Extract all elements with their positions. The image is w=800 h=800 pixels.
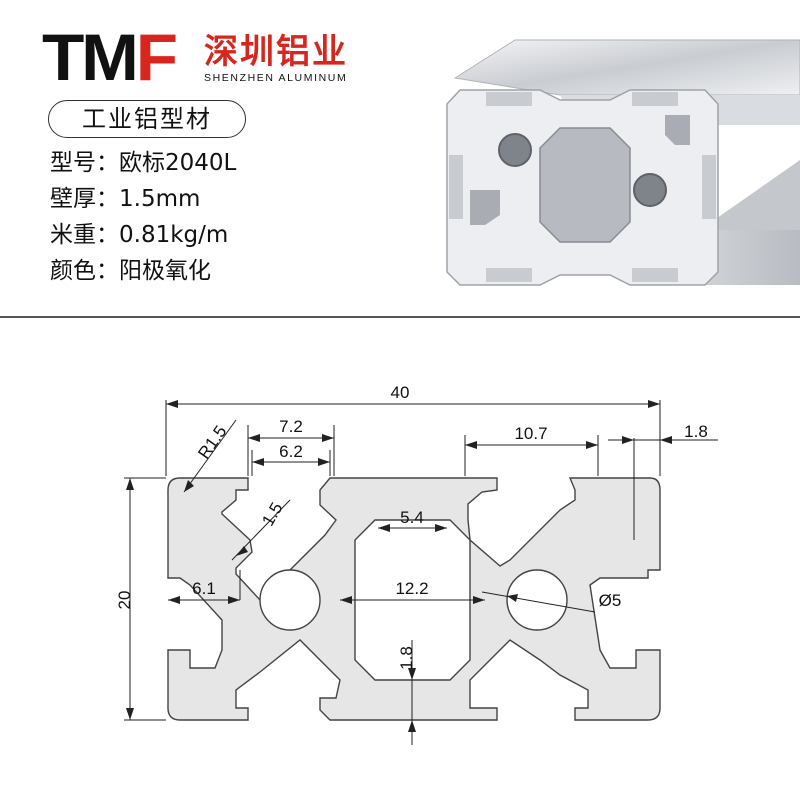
dim-radius: R1.5 [194, 422, 230, 462]
dim-hole: Ø5 [599, 591, 622, 610]
spec-value: 0.81kg/m [119, 222, 229, 248]
brand-name-en: SHENZHEN ALUMINUM [204, 72, 348, 84]
dim-web: 1.8 [397, 646, 416, 670]
dim-groove: 10.7 [514, 424, 547, 443]
spec-row-color: 颜色：阳极氧化 [50, 253, 236, 289]
spec-row-weight: 米重：0.81kg/m [50, 217, 236, 253]
brand-name-cn: 深圳铝业 [204, 32, 348, 72]
spec-label: 型号： [50, 150, 119, 176]
spec-value: 阳极氧化 [119, 258, 211, 284]
spec-row-model: 型号：欧标2040L [50, 145, 236, 181]
spec-label: 壁厚： [50, 186, 119, 212]
left-bore [259, 569, 321, 631]
dim-height: 20 [115, 591, 134, 610]
dim-slot-inner: 6.2 [279, 442, 303, 461]
spec-label: 颜色： [50, 258, 119, 284]
dim-slot-outer: 7.2 [279, 417, 303, 436]
category-badge: 工业铝型材 [48, 100, 246, 138]
spec-label: 米重： [50, 222, 119, 248]
dim-width: 40 [391, 383, 410, 402]
dim-center-gap: 5.4 [400, 508, 424, 527]
spec-list: 型号：欧标2040L 壁厚：1.5mm 米重：0.81kg/m 颜色：阳极氧化 [50, 145, 236, 289]
spec-value: 欧标2040L [119, 150, 237, 176]
dim-wall: 1.5 [258, 499, 286, 529]
spec-value: 1.5mm [119, 186, 201, 212]
dim-side-depth: 6.1 [192, 579, 216, 598]
dim-center-width: 12.2 [395, 579, 428, 598]
dim-lip: 1.8 [684, 422, 708, 441]
section-divider [0, 316, 800, 318]
right-bore [506, 569, 568, 631]
brand-logo: TMF 深圳铝业 SHENZHEN ALUMINUM [42, 22, 372, 92]
logo-mark: TMF [42, 20, 178, 94]
spec-row-wall: 壁厚：1.5mm [50, 181, 236, 217]
